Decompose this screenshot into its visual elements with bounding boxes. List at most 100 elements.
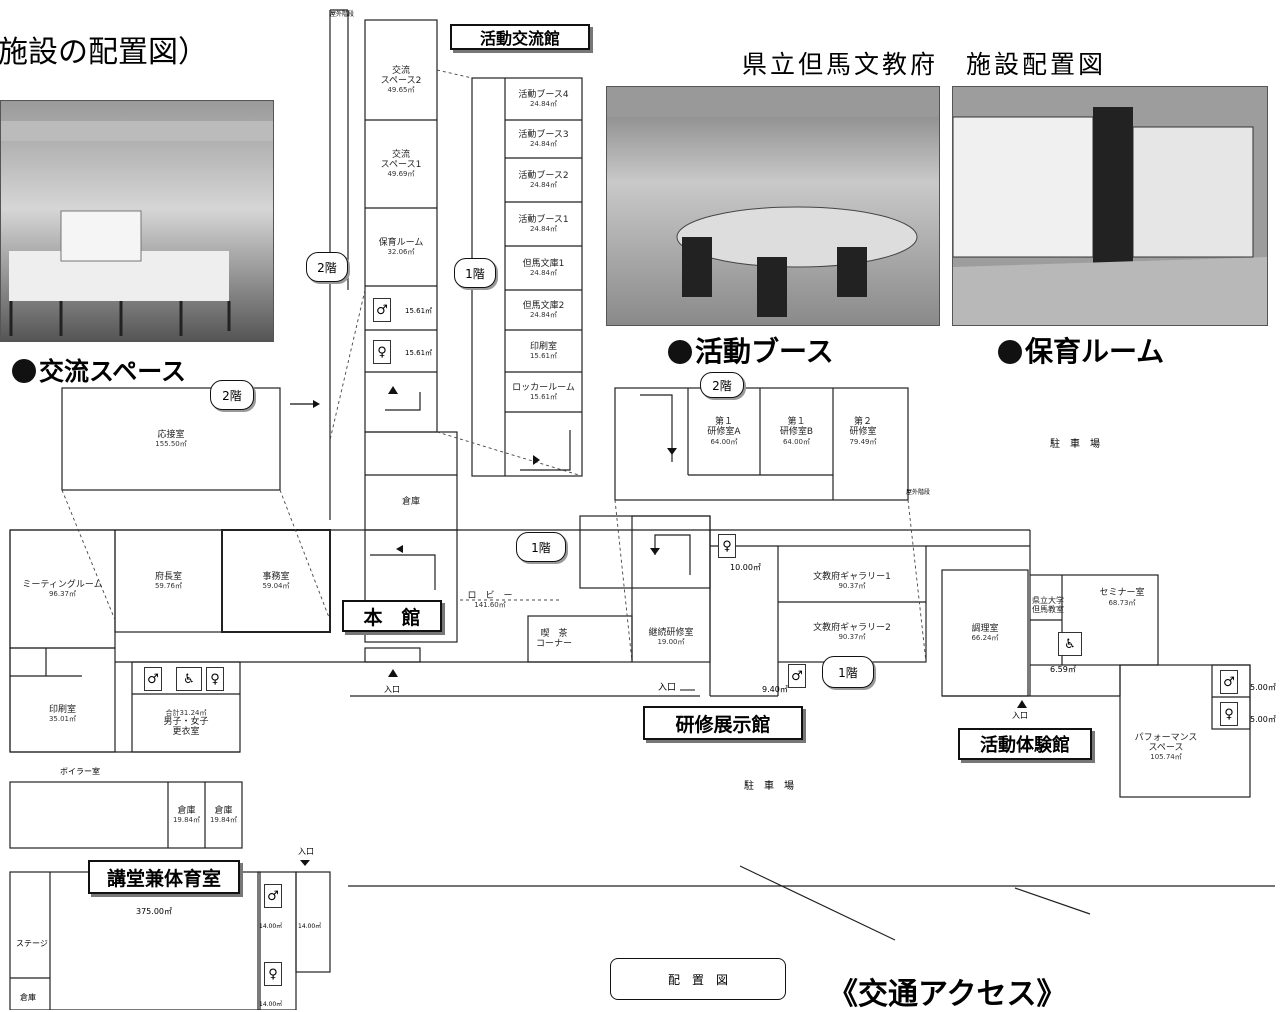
entrance-label: 入口 — [384, 685, 400, 694]
building-training-hall: 研修展示館 — [643, 706, 803, 740]
restroom-male-icon: ♂ — [373, 298, 391, 322]
room-name: 文教府ギャラリー2 — [813, 622, 891, 633]
floor-badge-2f: 2階 — [700, 372, 744, 398]
entrance-label: 入口 — [658, 683, 677, 693]
restroom-icon: ♀ — [718, 534, 736, 558]
room-area: 24.84㎡ — [529, 269, 558, 278]
restroom-icon: ♂ — [788, 664, 806, 688]
room-area: 66.24㎡ — [971, 634, 999, 643]
room-name: 保育ルーム — [378, 237, 424, 248]
room-area: 19.84㎡ — [172, 816, 201, 825]
room-area: 79.49㎡ — [849, 437, 877, 446]
room-name: 男子・女子 更衣室 — [163, 716, 209, 738]
room-area: 155.50㎡ — [155, 440, 187, 449]
restroom-male-icon: ♂ — [144, 667, 162, 691]
bullet-icon — [998, 340, 1022, 364]
room-name: 交流 スペース2 — [380, 65, 422, 86]
restroom-male-icon: ♂ — [264, 884, 282, 908]
stage-label: ステージ — [16, 939, 48, 948]
room-name: 活動ブース4 — [518, 89, 569, 100]
parking-label: 駐 車 場 — [1050, 439, 1100, 450]
room-name: 県立大学 但馬教室 — [1032, 595, 1064, 614]
room-name: 第１ 研修室B — [779, 417, 814, 438]
floor-badge-1f: 1階 — [822, 656, 874, 688]
floor-badge-2f: 2階 — [306, 252, 348, 282]
building-auditorium: 講堂兼体育室 — [88, 860, 240, 894]
caption-exchange-space: 交流スペース — [12, 352, 186, 388]
main-title: 県立但馬文教府 施設配置図 — [742, 50, 1107, 79]
caption-text: 交流スペース — [39, 357, 187, 386]
room-area: 14.00㎡ — [259, 1001, 283, 1008]
room-name: 第１ 研修室A — [707, 417, 741, 438]
access-title: 《交通アクセス》 — [828, 977, 1067, 1012]
building-main-hall: 本 館 — [342, 600, 442, 632]
restroom-female-icon: ♀ — [373, 340, 391, 364]
room-area: 10.00㎡ — [730, 563, 761, 572]
restroom-female-icon: ♀ — [1220, 702, 1238, 726]
room-name: 継続研修室 — [648, 627, 694, 638]
room-area: 9.40㎡ — [762, 685, 788, 694]
room-area: 96.37㎡ — [48, 590, 77, 599]
floor-badge-1f: 1階 — [516, 532, 566, 562]
auditorium-area: 375.00㎡ — [136, 907, 172, 916]
room-area: 19.84㎡ — [209, 816, 238, 825]
stage-storage-label: 倉庫 — [20, 993, 36, 1002]
room-name: ロ ビ ー — [467, 590, 513, 601]
room-name: 倉庫 — [177, 805, 196, 816]
room-name: 第２ 研修室 — [849, 417, 877, 438]
room-area: 24.84㎡ — [529, 225, 558, 234]
room-name: 文教府ギャラリー1 — [813, 571, 891, 582]
bullet-icon — [668, 340, 692, 364]
caption-text: 活動ブース — [695, 335, 834, 368]
room-name: 倉庫 — [214, 805, 233, 816]
floor-badge-1f: 1階 — [454, 258, 496, 288]
room-area: 合計31.24㎡ — [165, 708, 207, 717]
room-area: 15.61㎡ — [529, 352, 558, 361]
room-name: ミーティングルーム — [22, 579, 103, 590]
building-exchange-hall: 活動交流館 — [450, 24, 590, 50]
room-name: 府長室 — [154, 571, 182, 582]
room-name: 活動ブース1 — [518, 214, 569, 225]
childcare-room-photo — [952, 86, 1268, 326]
room-name: パフォーマンス スペース — [1134, 732, 1198, 753]
room-name: 交流 スペース1 — [380, 149, 422, 170]
room-area: 24.84㎡ — [529, 140, 558, 149]
parking-label: 駐 車 場 — [744, 781, 794, 792]
activity-booth-photo — [606, 86, 940, 326]
room-area: 49.69㎡ — [387, 170, 415, 179]
entrance-label: 入口 — [1012, 711, 1028, 720]
room-area: 35.01㎡ — [48, 715, 77, 724]
room-area: 24.84㎡ — [529, 181, 558, 190]
room-area: 141.60㎡ — [474, 601, 506, 610]
room-area: 5.00㎡ — [1250, 683, 1276, 692]
wheelchair-icon: ♿ — [1058, 632, 1082, 656]
room-area: 5.00㎡ — [1250, 715, 1276, 724]
caption-activity-booth: 活動ブース — [668, 330, 834, 370]
room-name: 倉庫 — [401, 497, 420, 508]
room-area: 64.00㎡ — [782, 437, 811, 446]
room-area: 19.00㎡ — [657, 638, 685, 647]
restroom-female-icon: ♀ — [264, 962, 282, 986]
room-area: 15.61㎡ — [405, 307, 433, 315]
